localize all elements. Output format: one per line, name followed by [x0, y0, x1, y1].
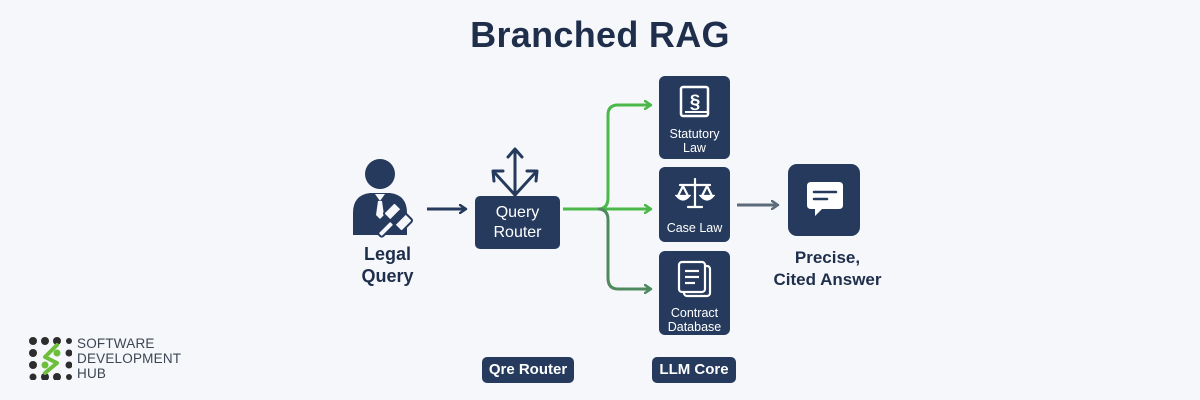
answer-node[interactable] [788, 164, 860, 236]
svg-text:§: § [690, 92, 701, 113]
lawyer-gavel-icon [353, 159, 414, 238]
document-stack-icon [677, 260, 712, 298]
legal-query-node [348, 155, 422, 239]
legal-query-label: Legal Query [361, 244, 414, 286]
query-router-node[interactable]: Query Router [475, 196, 560, 249]
company-logo-text: SOFTWARE DEVELOPMENT HUB [77, 336, 182, 381]
llm-core-tag: LLM Core [652, 357, 736, 383]
software-development-hub-logo-icon [29, 337, 72, 380]
answer-label: Precise, Cited Answer [773, 248, 882, 289]
case-law-node[interactable]: Case Law [659, 167, 730, 242]
contract-database-node[interactable]: Contract Database [659, 251, 730, 335]
diagram-title: Branched RAG [470, 14, 730, 55]
chat-bubble-icon [807, 182, 843, 216]
branching-arrows-icon [491, 147, 539, 197]
scales-icon [675, 177, 715, 209]
statutory-law-node[interactable]: § Statutory Law [659, 76, 730, 159]
router-tag: Qre Router [482, 357, 574, 383]
branch-connectors [563, 105, 651, 289]
section-book-icon: § [679, 85, 710, 118]
